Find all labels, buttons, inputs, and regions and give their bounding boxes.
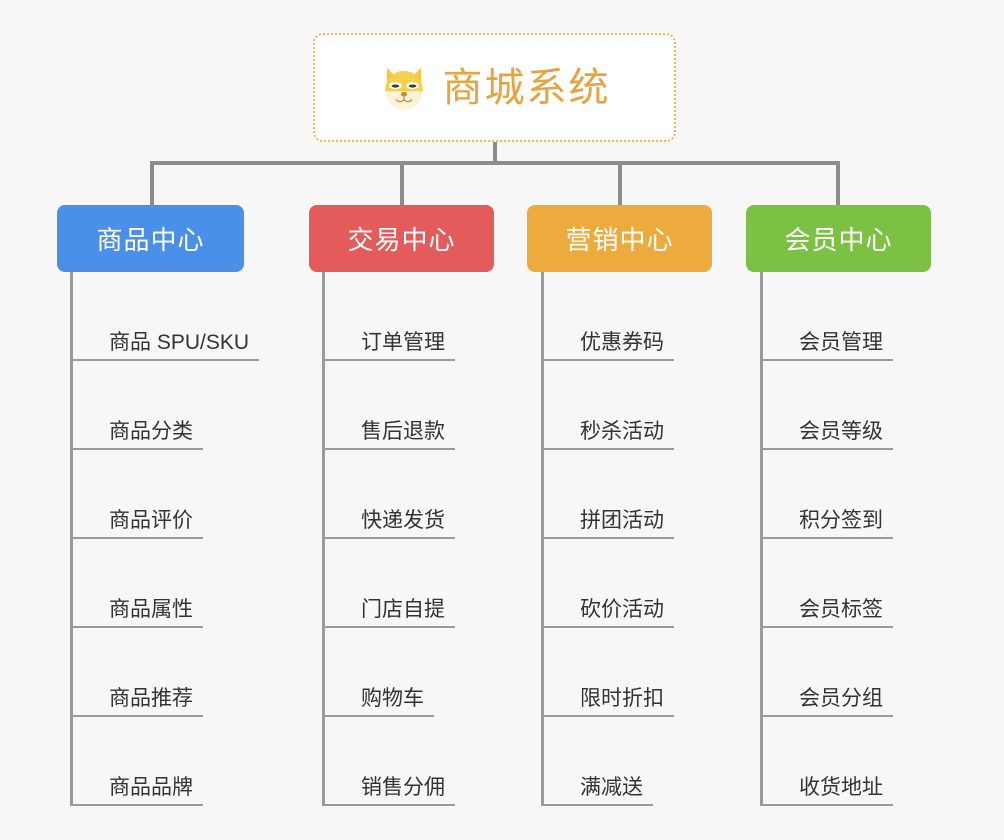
list-item[interactable]: 售后退款 (325, 361, 455, 450)
leaf-label: 会员等级 (799, 420, 883, 443)
leaf-underline (73, 804, 203, 806)
list-item[interactable]: 购物车 (325, 628, 434, 717)
leaf-label: 商品推荐 (109, 687, 193, 710)
list-item[interactable]: 砍价活动 (544, 539, 674, 628)
leaf-label: 优惠券码 (580, 331, 664, 354)
list-item[interactable]: 商品推荐 (73, 628, 203, 717)
list-item[interactable]: 商品品牌 (73, 717, 203, 806)
category-box-3[interactable]: 营销中心 (527, 205, 712, 272)
category-box-1[interactable]: 商品中心 (57, 205, 244, 272)
column-trunk (70, 272, 73, 806)
leaf-label: 商品品牌 (109, 776, 193, 799)
list-item[interactable]: 商品分类 (73, 361, 203, 450)
connector-drop-3 (618, 161, 622, 206)
leaf-label: 会员标签 (799, 598, 883, 621)
column-trunk (541, 272, 544, 806)
leaf-label: 售后退款 (361, 420, 445, 443)
list-item[interactable]: 订单管理 (325, 272, 455, 361)
list-item[interactable]: 商品 SPU/SKU (73, 272, 260, 361)
category-label: 交易中心 (347, 225, 456, 255)
leaf-underline (325, 804, 455, 806)
list-item[interactable]: 销售分佣 (325, 717, 455, 806)
shiba-dog-icon (384, 67, 423, 110)
list-item[interactable]: 商品属性 (73, 539, 203, 628)
leaf-label: 商品分类 (109, 420, 193, 443)
list-item[interactable]: 满减送 (544, 717, 653, 806)
leaf-underline (73, 626, 203, 628)
column-trunk (322, 272, 325, 806)
category-label: 商品中心 (96, 225, 205, 255)
leaf-label: 商品属性 (109, 598, 193, 621)
leaf-label: 购物车 (361, 687, 424, 710)
leaf-label: 收货地址 (799, 776, 883, 799)
list-item[interactable]: 会员标签 (763, 539, 893, 628)
category-box-2[interactable]: 交易中心 (309, 205, 494, 272)
leaf-label: 会员管理 (799, 331, 883, 354)
leaf-label: 商品评价 (109, 509, 193, 532)
column-trunk (760, 272, 763, 806)
list-item[interactable]: 拼团活动 (544, 450, 674, 539)
leaf-label: 订单管理 (361, 331, 445, 354)
category-label: 会员中心 (784, 225, 893, 255)
list-item[interactable]: 快递发货 (325, 450, 455, 539)
leaf-underline (73, 448, 203, 450)
leaf-underline (763, 715, 893, 717)
list-item[interactable]: 会员等级 (763, 361, 893, 450)
connector-drop-2 (400, 161, 404, 206)
leaf-underline (544, 626, 674, 628)
leaf-underline (325, 626, 455, 628)
leaf-underline (763, 537, 893, 539)
connector-root-stub (493, 142, 497, 163)
leaf-underline (73, 715, 203, 717)
list-item[interactable]: 门店自提 (325, 539, 455, 628)
leaf-underline (325, 537, 455, 539)
leaf-label: 快递发货 (361, 509, 445, 532)
category-box-4[interactable]: 会员中心 (746, 205, 931, 272)
list-item[interactable]: 优惠券码 (544, 272, 674, 361)
leaf-underline (763, 626, 893, 628)
root-title: 商城系统 (442, 65, 611, 110)
connector-drop-1 (150, 161, 154, 206)
list-item[interactable]: 秒杀活动 (544, 361, 674, 450)
connector-horizontal-bus (150, 161, 840, 165)
leaf-label: 商品 SPU/SKU (109, 331, 250, 354)
leaf-underline (763, 448, 893, 450)
leaf-underline (763, 804, 893, 806)
leaf-underline (544, 804, 653, 806)
leaf-label: 砍价活动 (580, 598, 664, 621)
category-label: 营销中心 (565, 225, 674, 255)
list-item[interactable]: 会员分组 (763, 628, 893, 717)
list-item[interactable]: 商品评价 (73, 450, 203, 539)
leaf-label: 会员分组 (799, 687, 883, 710)
connector-drop-4 (836, 161, 840, 206)
leaf-label: 门店自提 (361, 598, 445, 621)
list-item[interactable]: 会员管理 (763, 272, 893, 361)
leaf-label: 秒杀活动 (580, 420, 664, 443)
leaf-underline (544, 448, 674, 450)
leaf-label: 满减送 (580, 776, 643, 799)
leaf-underline (544, 715, 674, 717)
leaf-label: 限时折扣 (580, 687, 664, 710)
leaf-underline (73, 537, 203, 539)
leaf-underline (763, 359, 893, 361)
root-node[interactable]: 商城系统 (313, 33, 676, 142)
list-item[interactable]: 积分签到 (763, 450, 893, 539)
leaf-underline (325, 448, 455, 450)
leaf-label: 拼团活动 (580, 509, 664, 532)
list-item[interactable]: 收货地址 (763, 717, 893, 806)
leaf-underline (325, 359, 455, 361)
leaf-underline (73, 359, 260, 361)
leaf-label: 积分签到 (799, 509, 883, 532)
list-item[interactable]: 限时折扣 (544, 628, 674, 717)
leaf-underline (325, 715, 434, 717)
leaf-underline (544, 537, 674, 539)
leaf-label: 销售分佣 (361, 776, 445, 799)
leaf-underline (544, 359, 674, 361)
